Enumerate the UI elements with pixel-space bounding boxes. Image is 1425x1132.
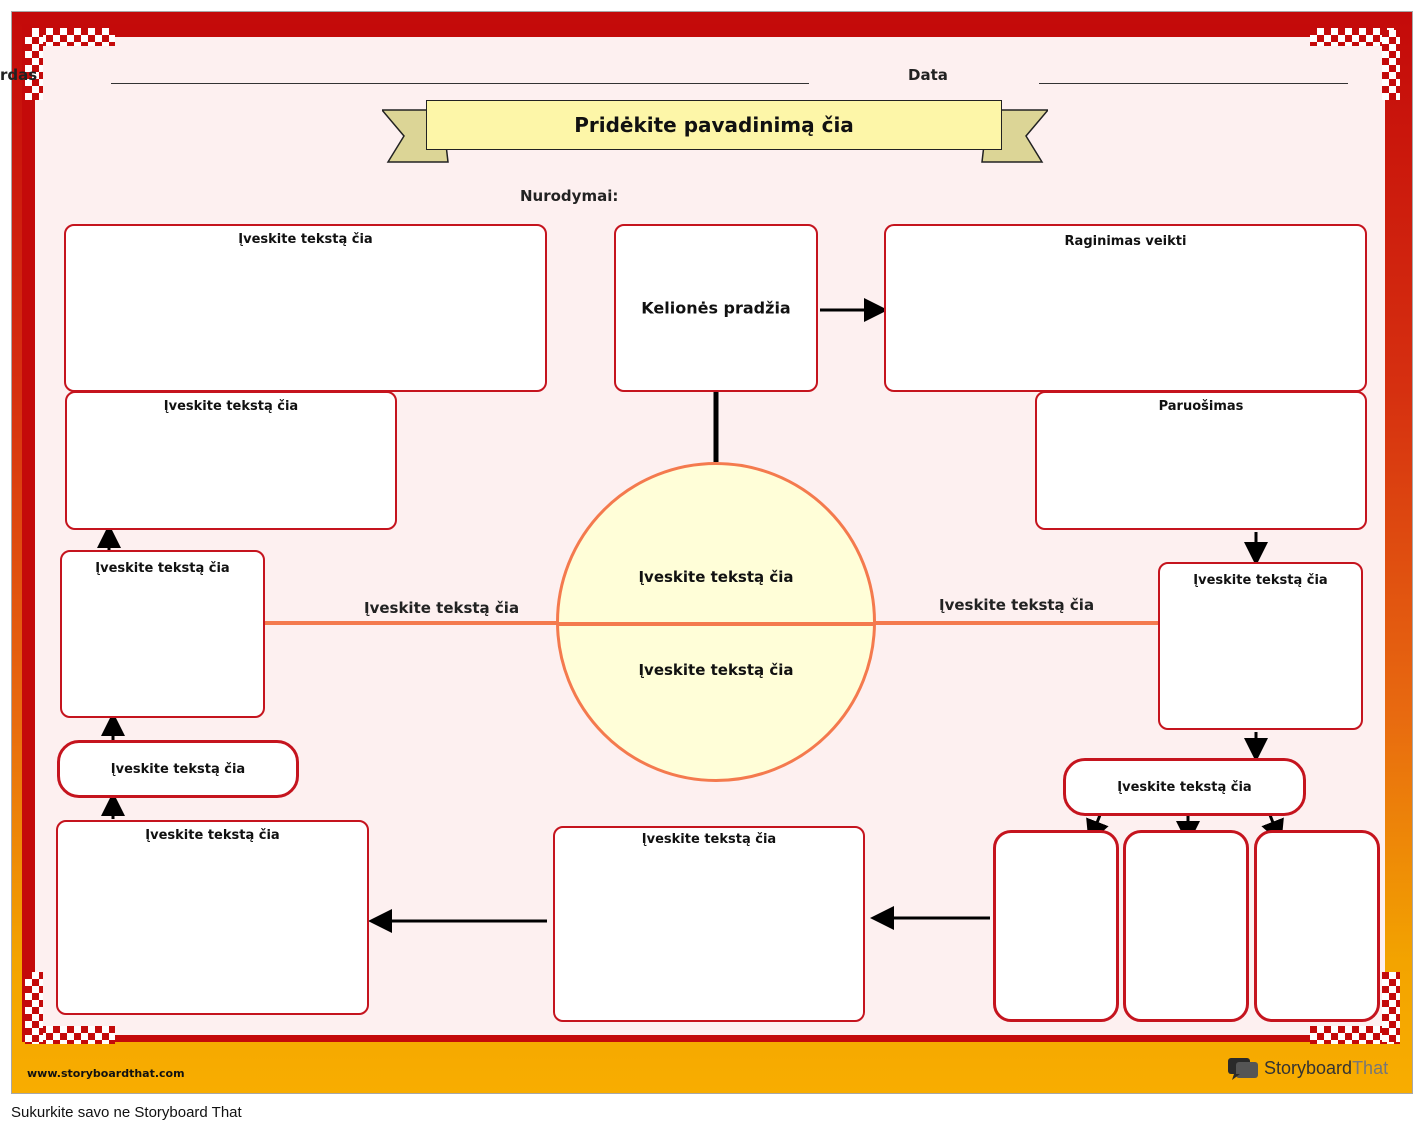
page-caption[interactable]: Sukurkite savo ne Storyboard That (11, 1104, 242, 1121)
brand-text: StoryboardThat (1264, 1058, 1388, 1079)
left-connector-line (265, 621, 557, 625)
name-input-line[interactable] (111, 83, 809, 84)
right-line-label[interactable]: Įveskite tekstą čia (939, 596, 1095, 614)
text-box-left-3[interactable]: Įveskite tekstą čia (60, 550, 265, 718)
brand-text-that: That (1352, 1057, 1389, 1078)
checker-decoration (25, 30, 43, 100)
instructions-label: Nurodymai: (520, 187, 619, 205)
title-ribbon: Pridėkite pavadinimą čia (382, 98, 1048, 164)
call-to-action-box[interactable]: Raginimas veikti (884, 224, 1367, 392)
text-box-label: Įveskite tekstą čia (163, 399, 299, 414)
text-box-top-left[interactable]: Įveskite tekstą čia (64, 224, 547, 392)
text-box-bottom-left[interactable]: Įveskite tekstą čia (56, 820, 369, 1015)
text-box-label: Įveskite tekstą čia (1193, 573, 1328, 588)
storyboardthat-logo[interactable]: StoryboardThat (1228, 1056, 1388, 1080)
empty-box-3[interactable] (1254, 830, 1380, 1022)
text-pill-left[interactable]: Įveskite tekstą čia (57, 740, 299, 798)
left-line-label[interactable]: Įveskite tekstą čia (364, 599, 520, 617)
text-box-label: Įveskite tekstą čia (145, 828, 280, 843)
checker-decoration (1310, 28, 1400, 46)
speech-bubble-icon (1228, 1058, 1258, 1080)
date-label: Data (908, 66, 948, 84)
text-box-label: Įveskite tekstą čia (238, 232, 373, 247)
text-pill-right[interactable]: Įveskite tekstą čia (1063, 758, 1306, 816)
name-label: rdas (0, 66, 38, 84)
journey-start-box[interactable]: Kelionės pradžia (614, 224, 818, 392)
preparation-label: Paruošimas (1158, 399, 1244, 414)
preparation-box[interactable]: Paruošimas (1035, 391, 1367, 530)
center-circle[interactable]: Įveskite tekstą čia Įveskite tekstą čia (556, 462, 876, 782)
text-box-bottom-middle[interactable]: Įveskite tekstą čia (553, 826, 865, 1022)
empty-box-1[interactable] (993, 830, 1119, 1022)
circle-bottom-text[interactable]: Įveskite tekstą čia (638, 661, 794, 679)
checker-decoration (1382, 30, 1400, 100)
checker-decoration (1310, 1026, 1400, 1044)
text-box-label: Įveskite tekstą čia (95, 561, 230, 576)
text-box-left-2[interactable]: Įveskite tekstą čia (65, 391, 397, 530)
empty-box-2[interactable] (1123, 830, 1249, 1022)
checker-decoration (25, 1026, 115, 1044)
text-box-label: Įveskite tekstą čia (641, 832, 777, 847)
checker-decoration (1382, 972, 1400, 1042)
brand-text-storyboard: Storyboard (1264, 1057, 1353, 1078)
title-banner[interactable]: Pridėkite pavadinimą čia (426, 100, 1002, 150)
journey-start-label: Kelionės pradžia (641, 298, 791, 318)
circle-top-text[interactable]: Įveskite tekstą čia (638, 568, 794, 586)
circle-divider (559, 622, 873, 626)
text-box-right-3[interactable]: Įveskite tekstą čia (1158, 562, 1363, 730)
checker-decoration (25, 972, 43, 1042)
right-connector-line (875, 621, 1160, 625)
call-to-action-label: Raginimas veikti (1064, 234, 1187, 249)
footer-url[interactable]: www.storyboardthat.com (27, 1067, 185, 1080)
date-input-line[interactable] (1039, 83, 1348, 84)
checker-decoration (25, 28, 115, 46)
